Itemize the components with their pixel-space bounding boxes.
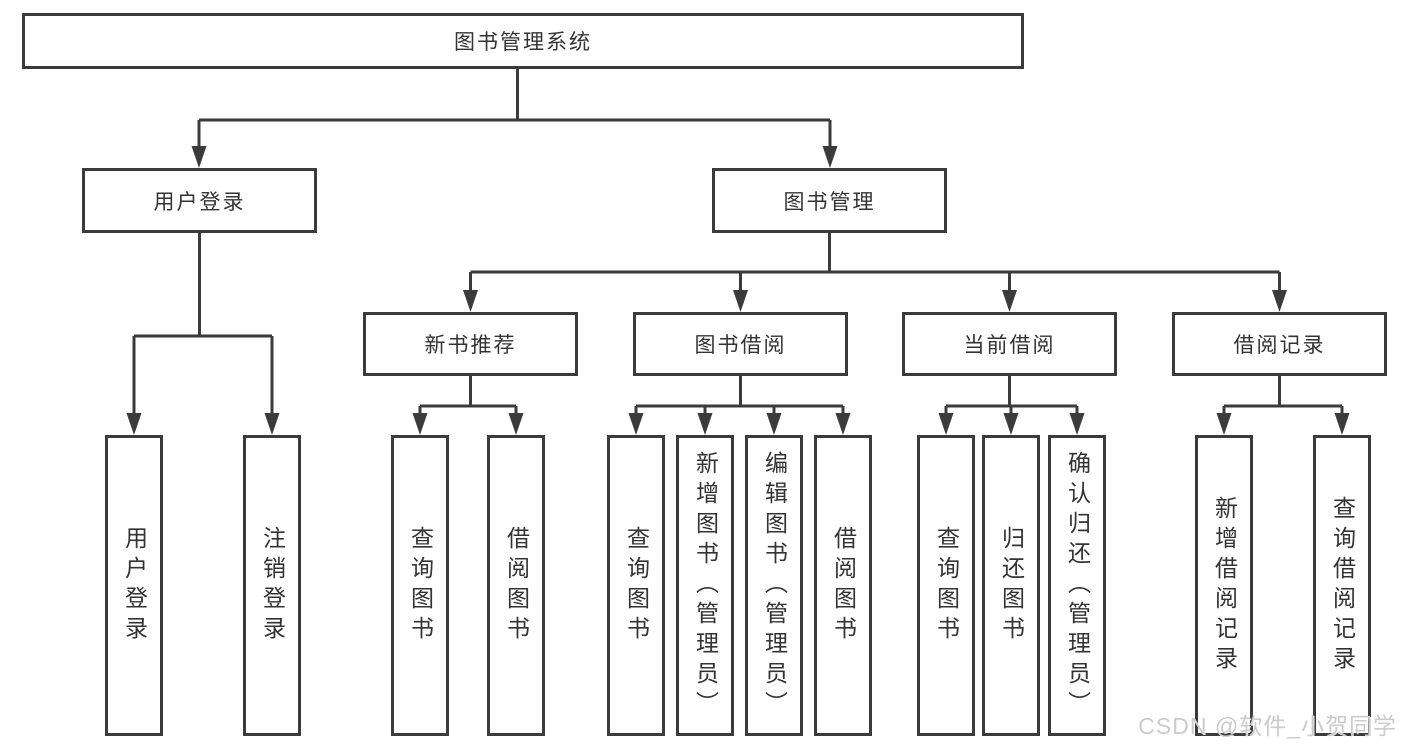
node-user-login-label: 用户登录 [153,190,246,214]
node-borrowing-records: 借阅记录 [1172,312,1387,376]
leaf-nb-query-books-label: 查询图书 [407,525,434,646]
node-root-label: 图书管理系统 [454,31,592,54]
leaf-nb-borrow-books-label: 借阅图书 [503,525,530,646]
leaf-logout-login: 注销登录 [243,435,301,736]
leaf-br-add-record-label: 新增借阅记录 [1211,495,1238,676]
leaf-cb-return-books: 归还图书 [982,435,1040,736]
leaf-cb-confirm-return-admin: 确认归还（管理员） [1048,435,1106,736]
leaf-nb-query-books: 查询图书 [391,435,449,736]
node-new-book-recommend: 新书推荐 [363,312,578,376]
leaf-bb-query-books: 查询图书 [607,435,665,736]
node-root: 图书管理系统 [22,13,1024,69]
leaf-cb-query-books: 查询图书 [917,435,975,736]
node-book-borrowing-label: 图书借阅 [694,334,787,357]
leaf-user-login-label: 用户登录 [121,525,148,646]
node-current-borrowing-label: 当前借阅 [963,334,1056,357]
leaf-bb-borrow-books-label: 借阅图书 [830,525,857,646]
leaf-br-query-record-label: 查询借阅记录 [1329,495,1356,676]
arrowhead-icons [126,146,1350,435]
node-new-book-recommend-label: 新书推荐 [424,334,517,357]
leaf-bb-query-books-label: 查询图书 [623,525,650,646]
leaf-bb-add-books-admin-label: 新增图书（管理员） [692,450,719,721]
node-user-login: 用户登录 [82,168,317,233]
leaf-br-query-record: 查询借阅记录 [1313,435,1371,736]
leaf-logout-login-label: 注销登录 [259,525,286,646]
leaf-br-add-record: 新增借阅记录 [1195,435,1253,736]
leaf-nb-borrow-books: 借阅图书 [487,435,545,736]
leaf-cb-query-books-label: 查询图书 [933,525,960,646]
node-book-management: 图书管理 [712,168,947,233]
leaf-bb-edit-books-admin-label: 编辑图书（管理员） [761,450,788,721]
leaf-bb-borrow-books: 借阅图书 [814,435,872,736]
node-borrowing-records-label: 借阅记录 [1233,334,1326,357]
leaf-bb-edit-books-admin: 编辑图书（管理员） [745,435,803,736]
node-book-management-label: 图书管理 [783,190,876,214]
leaf-cb-confirm-return-admin-label: 确认归还（管理员） [1064,450,1091,721]
leaf-bb-add-books-admin: 新增图书（管理员） [676,435,734,736]
node-current-borrowing: 当前借阅 [902,312,1117,376]
node-book-borrowing: 图书借阅 [633,312,848,376]
leaf-cb-return-books-label: 归还图书 [998,525,1025,646]
leaf-user-login: 用户登录 [105,435,163,736]
